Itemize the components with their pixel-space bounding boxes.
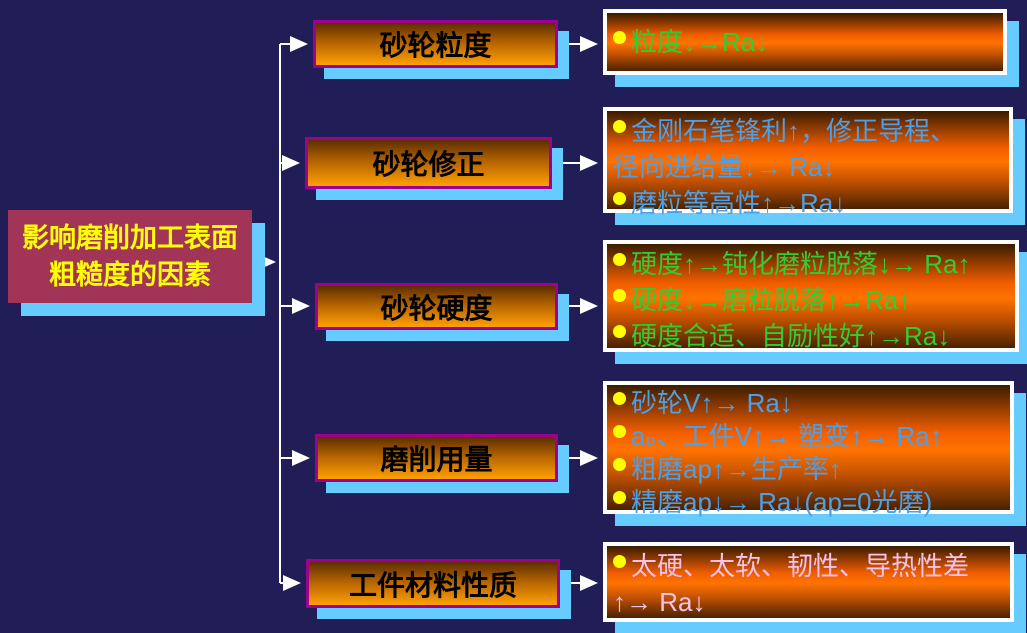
bullet-icon [613,392,626,405]
detail-text: 磨粒等高性↑→Ra↓ [631,188,847,218]
detail-text: 径向进给量↓→ Ra↓ [613,152,836,182]
bullet-icon [613,31,626,44]
branch-label-workpiece-material: 工件材料性质 [306,559,560,608]
detail-line: 硬度↓→磨粒脱落↑→Ra↑ [613,282,1009,318]
detail-text: 精磨ap↓→ Ra↓(ap=0光磨) [631,487,933,517]
bullet-icon [613,325,626,338]
bullet-icon [613,555,626,568]
detail-text: 硬度合适、自励性好↑→Ra↓ [631,321,951,351]
bullet-icon [613,425,626,438]
detail-line: 粗磨ap↑→生产率↑ [613,453,1004,486]
detail-line: 粒度↓→Ra↓ [613,24,997,60]
detail-text: 粗磨ap↑→生产率↑ [631,454,842,484]
bullet-icon [613,289,626,302]
detail-text: 砂轮V↑→ Ra↓ [631,388,793,418]
branch-label-wheel-hardness: 砂轮硬度 [315,283,558,330]
detail-box-grain-size: 粒度↓→Ra↓ [603,9,1007,75]
detail-line: ↑→ Ra↓ [613,584,1004,620]
detail-line: aₚ、工件V↑→ 塑变↑→ Ra↑ [613,420,1004,453]
detail-line: 金刚石笔锋利↑，修正导程、 [613,113,1003,149]
detail-text: aₚ、工件V↑→ 塑变↑→ Ra↑ [631,421,943,451]
root-box-line2: 粗糙度的因素 [49,259,211,290]
bullet-icon [613,491,626,504]
branch-label-wheel-grain-size: 砂轮粒度 [313,20,558,68]
detail-line: 精磨ap↓→ Ra↓(ap=0光磨) [613,486,1004,519]
detail-line: 太硬、太软、韧性、导热性差 [613,548,1004,584]
detail-box-wheel-hardness: 硬度↑→钝化磨粒脱落↓→ Ra↑ 硬度↓→磨粒脱落↑→Ra↑ 硬度合适、自励性好… [603,240,1019,352]
bullet-icon [613,120,626,133]
bullet-icon [613,253,626,266]
detail-line: 硬度合适、自励性好↑→Ra↓ [613,318,1009,354]
branch-label-grinding-parameters: 磨削用量 [315,434,558,482]
detail-line: 砂轮V↑→ Ra↓ [613,387,1004,420]
detail-text: 金刚石笔锋利↑，修正导程、 [631,116,957,146]
detail-text: 硬度↓→磨粒脱落↑→Ra↑ [631,285,912,315]
branch-label-wheel-dressing: 砂轮修正 [305,137,552,189]
bullet-icon [613,458,626,471]
detail-text: 粒度↓→Ra↓ [631,27,769,57]
bullet-icon [613,192,626,205]
detail-line: 磨粒等高性↑→Ra↓ [613,185,1003,221]
detail-line: 硬度↑→钝化磨粒脱落↓→ Ra↑ [613,246,1009,282]
root-factor-box: 影响磨削加工表面 粗糙度的因素 [8,210,252,303]
detail-line: 径向进给量↓→ Ra↓ [613,149,1003,185]
detail-box-workpiece-material: 太硬、太软、韧性、导热性差 ↑→ Ra↓ [603,542,1014,622]
detail-text: 硬度↑→钝化磨粒脱落↓→ Ra↑ [631,249,971,279]
detail-text: 太硬、太软、韧性、导热性差 [631,551,970,581]
detail-box-grinding-parameters: 砂轮V↑→ Ra↓ aₚ、工件V↑→ 塑变↑→ Ra↑ 粗磨ap↑→生产率↑ 精… [603,381,1014,517]
root-box-line1: 影响磨削加工表面 [22,222,238,253]
detail-box-wheel-dressing: 金刚石笔锋利↑，修正导程、 径向进给量↓→ Ra↓ 磨粒等高性↑→Ra↓ [603,107,1013,218]
detail-text: ↑→ Ra↓ [613,587,706,617]
